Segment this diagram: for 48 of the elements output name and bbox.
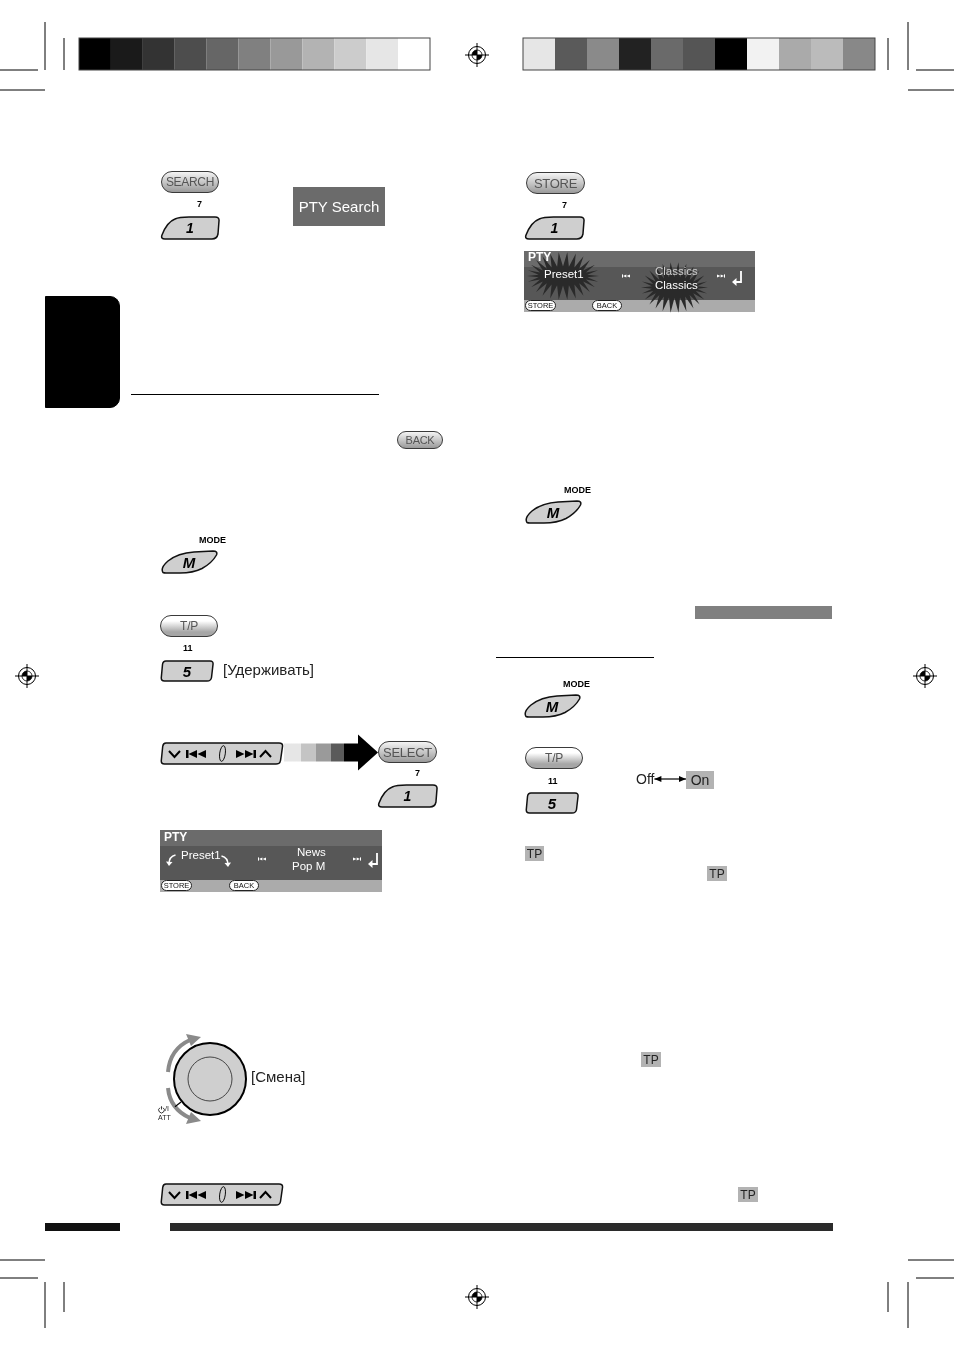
tp-indicator: TP [641,1052,661,1067]
store-key: STORE [526,172,585,194]
key-label: MODE [199,535,226,545]
number-key: 5 [160,660,214,682]
seek-key [160,1183,284,1206]
display-text: Classics [655,279,698,292]
select-key: SELECT [378,741,437,763]
leader-line [174,1101,182,1108]
side-tab [45,296,120,408]
number-key: 5 [525,792,579,814]
tp-indicator: TP [707,866,727,881]
display-screen [160,830,382,892]
mode-key: M [523,694,581,718]
key-label: MODE [564,485,591,495]
number-key: 1 [160,216,220,240]
display-text: News [297,846,326,859]
tp-key: T/P [525,747,583,769]
back-key: BACK [397,431,443,449]
search-key: SEARCH [161,171,219,193]
key-label: MODE [563,679,590,689]
block-arrow [284,734,378,771]
display-text: Preset1 [544,268,584,281]
mode-key: M [524,500,582,524]
number-key: 1 [524,216,585,240]
tp-indicator: TP [525,846,544,861]
tp-key: T/P [160,615,218,637]
seek-key [160,742,284,765]
display-text: Preset1 [181,849,221,862]
mode-key: M [160,550,218,574]
key-label: 7 [562,200,567,210]
action-note: [Смена] [251,1068,306,1085]
key-label: 7 [415,768,420,778]
display-text: Classics [655,265,698,278]
key-label: 7 [197,199,202,209]
key-label: 11 [183,643,193,653]
option-text: Off [636,771,655,787]
number-key: 1 [377,784,438,808]
display-header-text: PTY [164,831,188,844]
display-text: Pop M [292,860,326,873]
control-dial [173,1042,247,1116]
action-note: [Удерживать] [223,661,315,678]
display-indicator: PTY Search [293,187,385,226]
highlighted-option: On [686,771,714,789]
tp-indicator: TP [738,1187,758,1202]
display-header-text: PTY [528,251,552,264]
key-label: 11 [548,776,558,786]
display-screen [524,251,755,312]
double-arrow [653,776,687,782]
